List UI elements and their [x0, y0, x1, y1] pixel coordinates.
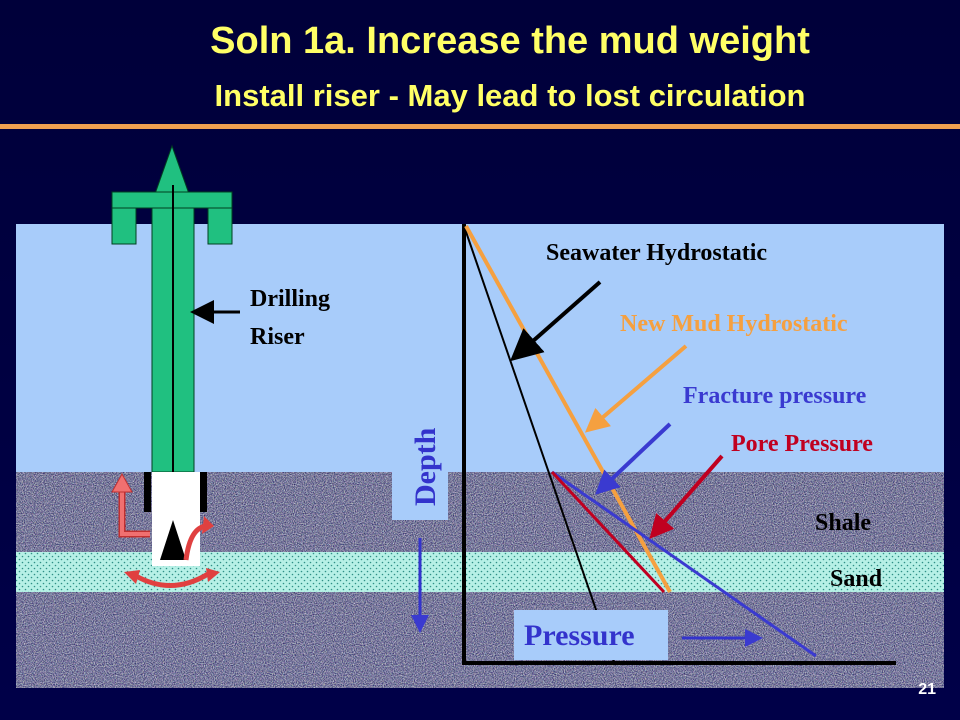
seawater-label: Seawater Hydrostatic — [546, 240, 767, 266]
drill-bit-icon — [160, 520, 186, 560]
pressure-label-box — [514, 610, 668, 660]
slide-title: Soln 1a. Increase the mud weight — [60, 20, 960, 63]
title-text: Soln 1a. Increase the mud weight — [210, 20, 810, 62]
drilling-riser — [111, 144, 233, 520]
pressure-depth-plot — [462, 224, 896, 665]
depth-axis-label: Depth — [409, 427, 442, 506]
subtitle-part-1: Install riser — [214, 78, 380, 113]
seawater-hydrostatic-line — [463, 225, 615, 663]
flow-arrows — [111, 472, 220, 588]
shale-label: Shale — [815, 510, 871, 536]
new-mud-label: New Mud Hydrostatic — [620, 311, 848, 337]
pore-pressure-line — [550, 470, 666, 594]
fracture-pointer-arrow — [595, 422, 672, 495]
new-mud-label-box — [608, 296, 930, 344]
pore-label: Pore Pressure — [731, 431, 873, 457]
wellbore — [144, 472, 207, 566]
subtitle-part-2: May lead to lost circulation — [407, 78, 806, 113]
subtitle-dash: - — [379, 78, 408, 113]
title-underline — [0, 124, 960, 129]
riser-label-line1: Drilling — [250, 286, 330, 312]
depth-label-box — [392, 404, 448, 520]
lower-shale-layer — [16, 592, 944, 688]
fracture-label: Fracture pressure — [683, 383, 867, 409]
pore-pointer-arrow — [649, 454, 724, 540]
sand-label: Sand — [830, 566, 883, 592]
page-number: 21 — [918, 681, 936, 698]
riser-label-line2: Riser — [250, 324, 305, 350]
slide-subtitle: Install riser - May lead to lost circula… — [60, 78, 960, 114]
seawater-pointer-arrow — [509, 280, 602, 362]
new-mud-pointer-arrow — [584, 344, 688, 433]
fracture-pressure-line — [551, 470, 817, 658]
pressure-axis-label: Pressure — [524, 619, 635, 652]
